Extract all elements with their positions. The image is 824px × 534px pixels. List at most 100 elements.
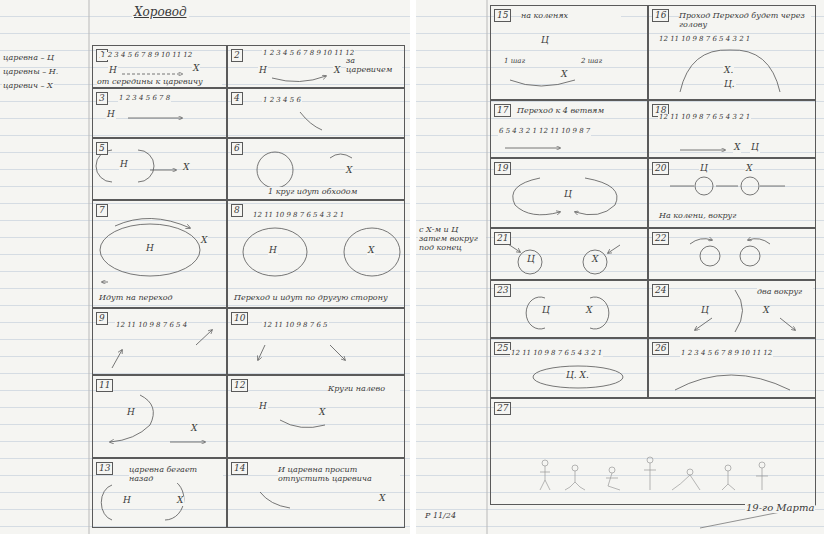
handwritten-note: с Х-м и Ц затем вокруг под конец [418, 226, 486, 252]
cell-box: 11 [92, 375, 227, 458]
handwritten-note: 12 11 10 9 8 7 6 5 4 3 2 1 [252, 212, 345, 220]
cell-number: 13 [96, 462, 113, 475]
handwritten-note: Х [585, 306, 593, 316]
handwritten-note: Н [145, 244, 155, 254]
handwritten-note: Ц [541, 306, 551, 316]
cell-number: 15 [494, 9, 511, 22]
cell-box: 5 [92, 138, 227, 200]
cell-number: 20 [652, 162, 669, 175]
handwritten-note: Х [333, 66, 341, 76]
cell-number: 21 [494, 232, 511, 245]
cell-number: 16 [652, 9, 669, 22]
cell-number: 12 [231, 379, 248, 392]
handwritten-note: Н [258, 402, 268, 412]
cell-number: 5 [96, 142, 108, 155]
cell-box: 23 [490, 280, 648, 338]
handwritten-note: 1 2 3 4 5 6 7 8 9 10 11 12 [262, 50, 355, 58]
handwritten-note: 1 шаг [503, 58, 526, 66]
cell-box: 24 два вокруг [648, 280, 816, 338]
handwritten-note: Ц [700, 306, 710, 316]
cell-number: 19 [494, 162, 511, 175]
cell-box: 20 На колени, вокруг [648, 158, 816, 228]
handwritten-note: 12 11 10 9 8 7 6 5 4 3 2 1 [658, 114, 751, 122]
cell-number: 26 [652, 342, 669, 355]
cell-caption: Идут на переход [99, 293, 219, 302]
cell-box: 9 [92, 308, 227, 375]
handwritten-note: 1 2 3 4 5 6 7 8 9 10 11 12 [680, 350, 773, 358]
cell-box: 14 И царевна просит отпустить царевича [227, 458, 405, 528]
cell-box: 4 [227, 88, 405, 138]
cell-number: 24 [652, 284, 669, 297]
cell-box: 26 [648, 338, 816, 398]
handwritten-note: Ц [750, 143, 760, 153]
cell-number: 10 [231, 312, 248, 325]
cell-caption: На колени, вокруг [659, 211, 809, 220]
handwritten-note: Н [126, 408, 136, 418]
handwritten-note: царевич – Х [2, 82, 54, 91]
cell-number: 8 [231, 204, 243, 217]
cell-number: 25 [494, 342, 511, 355]
handwritten-note: Ц. Х. [565, 371, 590, 381]
handwritten-note: 1 2 3 4 5 6 7 8 [118, 95, 171, 103]
handwritten-note: 12 11 10 9 8 7 6 5 4 [115, 322, 188, 330]
handwritten-note: Н [106, 110, 116, 120]
handwritten-note: Ц [699, 164, 709, 174]
cell-number: 6 [231, 142, 243, 155]
handwritten-note: Х [190, 424, 198, 434]
cell-caption: Круги налево [328, 384, 400, 393]
cell-number: 4 [231, 92, 243, 105]
cell-number: 11 [96, 379, 113, 392]
cell-caption: царевна бегает назад [129, 465, 223, 483]
handwritten-note: Н [108, 66, 118, 76]
cell-box: 27 [490, 398, 816, 505]
cell-caption: И царевна просит отпустить царевича [278, 465, 400, 483]
cell-number: 17 [494, 104, 511, 117]
handwritten-note: 2 шаг [580, 58, 603, 66]
handwritten-note: 12 11 10 9 8 7 6 5 4 3 2 1 [510, 350, 603, 358]
handwritten-note: Х [591, 255, 599, 265]
handwritten-note: 19-го Марта [745, 502, 815, 513]
cell-number: 27 [494, 402, 511, 415]
handwritten-note: Х [367, 246, 375, 256]
handwritten-note: Р 11/24 [424, 512, 457, 521]
handwritten-note: 12 11 10 9 8 7 6 5 4 3 2 1 [658, 36, 751, 44]
handwritten-note: Х [745, 164, 753, 174]
handwritten-note: царевны – Н. [2, 68, 59, 77]
cell-number: 22 [652, 232, 669, 245]
cell-number: 14 [231, 462, 248, 475]
handwritten-note: 6 5 4 3 2 1 12 11 10 9 8 7 [498, 128, 591, 136]
cell-number: 3 [96, 92, 108, 105]
cell-box: 10 [227, 308, 405, 375]
handwritten-note: Х [192, 64, 200, 74]
cell-box: 61 круг идут обходом [227, 138, 405, 200]
cell-box: 25 [490, 338, 648, 398]
handwritten-note: Ц [563, 190, 573, 200]
handwritten-note: 1 2 3 4 5 6 [262, 97, 302, 105]
handwritten-note: Н [258, 66, 268, 76]
cell-box: 15 на коленях [490, 5, 648, 100]
handwritten-note: 12 11 10 9 8 7 6 5 [262, 322, 329, 330]
handwritten-note: 1 2 3 4 5 6 7 8 9 10 11 12 [100, 52, 193, 60]
cell-caption: на коленях [521, 11, 621, 20]
handwritten-note: Х [182, 163, 190, 173]
cell-box: 7Идут на переход [92, 200, 227, 308]
handwritten-note: Ц. [723, 80, 736, 90]
cell-caption: два вокруг [757, 287, 813, 296]
cell-caption: Переход и идут по другую сторону [234, 293, 399, 302]
handwritten-note: Х [762, 306, 770, 316]
cell-box: 13 царевна бегает назад [92, 458, 227, 528]
handwritten-note: Н [122, 496, 132, 506]
cell-number: 2 [231, 49, 243, 62]
handwritten-note: царевна – Ц [2, 54, 55, 63]
cell-caption: Проход Переход будет через голову [679, 11, 811, 29]
handwritten-note: Х [318, 408, 326, 418]
cell-box: 22 [648, 228, 816, 280]
handwritten-note: Х [733, 143, 741, 153]
cell-box: 21 [490, 228, 648, 280]
handwritten-note: Ц [526, 255, 536, 265]
cell-box: 12 Круги налево [227, 375, 405, 458]
cell-number: 9 [96, 312, 108, 325]
cell-caption: Переход к 4 ветвям [517, 106, 643, 115]
cell-box: 18 [648, 100, 816, 158]
handwritten-note: Х [378, 494, 386, 504]
